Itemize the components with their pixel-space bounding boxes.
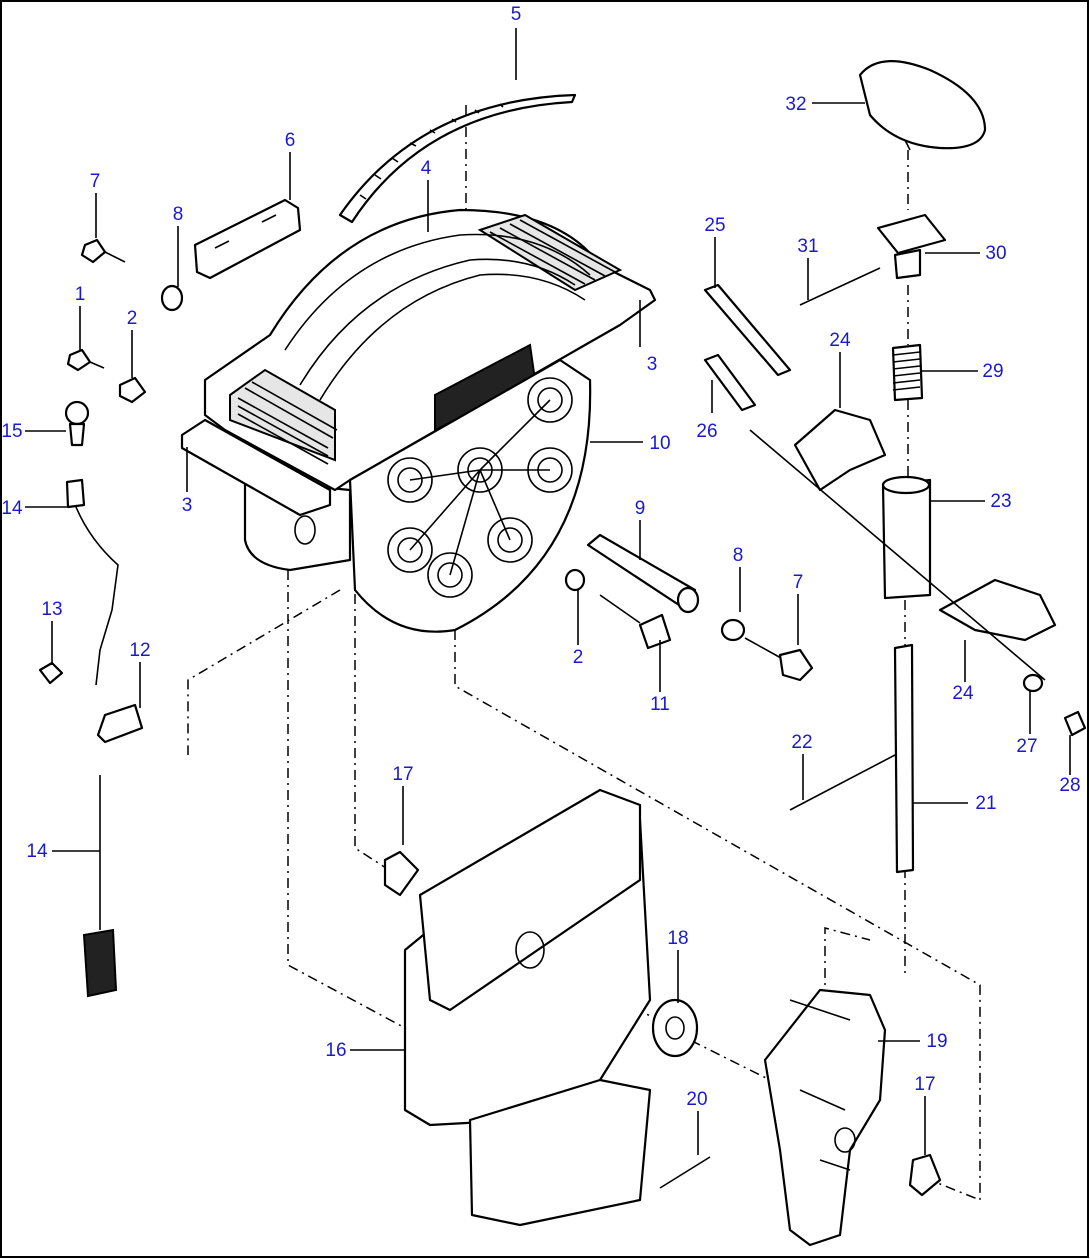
washer-27 [1022, 673, 1044, 693]
callout-8-mid: 8 [733, 545, 744, 566]
callout-3-left: 3 [182, 495, 193, 516]
clip-12 [96, 703, 144, 744]
rod-21 [893, 643, 915, 874]
callout-14-bottom: 14 [26, 841, 48, 862]
socket-14 [65, 478, 86, 509]
callout-labels: 5 32 6 4 7 8 25 31 30 1 2 3 24 29 15 26 … [1, 4, 1080, 1110]
callout-8: 8 [173, 204, 184, 225]
left-hardware [38, 238, 184, 998]
callout-3-right: 3 [647, 354, 658, 375]
lower-parts [383, 788, 942, 1247]
callout-9: 9 [635, 498, 646, 519]
callout-10: 10 [649, 433, 670, 454]
callout-32: 32 [785, 94, 806, 115]
knob-32 [858, 60, 987, 150]
callout-2: 2 [127, 308, 138, 329]
arm-24b [938, 578, 1057, 642]
callout-31: 31 [797, 236, 818, 257]
callout-7-mid: 7 [793, 572, 804, 593]
callout-4: 4 [421, 158, 432, 179]
bushing-18 [651, 998, 699, 1058]
callout-13: 13 [41, 599, 62, 620]
callout-29: 29 [982, 361, 1003, 382]
callout-18: 18 [667, 928, 688, 949]
lever-housing [180, 208, 657, 633]
leader-lines [25, 28, 1071, 1155]
washer-8 [160, 284, 184, 312]
callout-7: 7 [90, 171, 101, 192]
callout-17-left: 17 [392, 764, 413, 785]
bolt-7 [80, 238, 107, 264]
callout-6: 6 [285, 130, 296, 151]
plate-30 [876, 213, 947, 255]
callout-17-right: 17 [914, 1074, 935, 1095]
nut-2 [118, 376, 147, 404]
callout-26: 26 [696, 421, 717, 442]
callout-27: 27 [1016, 736, 1037, 757]
callout-22: 22 [791, 732, 812, 753]
scale-strip [338, 93, 577, 224]
callout-16: 16 [325, 1040, 346, 1061]
washer-17a [383, 850, 420, 897]
connector-14 [82, 928, 118, 998]
callout-11: 11 [650, 694, 670, 715]
pin-20 [659, 1156, 711, 1189]
callout-24-top: 24 [829, 330, 851, 351]
callout-2-mid: 2 [573, 647, 584, 668]
callout-21: 21 [975, 793, 996, 814]
lever-assembly [703, 60, 1087, 874]
tube-23 [881, 478, 932, 600]
callout-28: 28 [1059, 775, 1080, 796]
callout-12: 12 [129, 640, 150, 661]
callout-1: 1 [75, 284, 86, 305]
bolt-26 [703, 353, 757, 412]
callout-14-top: 14 [1, 498, 23, 519]
bolt-1 [66, 348, 92, 372]
bolt-7b [778, 648, 814, 682]
nut-28 [1063, 710, 1087, 737]
callout-24-bottom: 24 [952, 683, 974, 704]
middle-hardware [564, 533, 814, 682]
nut-2b [564, 568, 586, 592]
screw-11 [638, 613, 672, 650]
callout-19: 19 [926, 1031, 947, 1052]
callout-15: 15 [1, 421, 22, 442]
callout-20: 20 [686, 1089, 707, 1110]
nut-13 [38, 661, 64, 685]
assembly-lines [187, 105, 981, 1202]
callout-25: 25 [704, 215, 725, 236]
arm-24a [793, 408, 887, 492]
callout-5: 5 [511, 4, 522, 25]
bulb-15 [64, 400, 90, 426]
pin-22 [789, 754, 896, 811]
washer-8b [720, 618, 746, 642]
detent-19 [763, 988, 887, 1247]
washer-17b [908, 1153, 942, 1197]
callout-30: 30 [985, 243, 1006, 264]
plate-part [193, 198, 302, 280]
callout-23: 23 [990, 491, 1011, 512]
bolt-25 [703, 283, 792, 377]
